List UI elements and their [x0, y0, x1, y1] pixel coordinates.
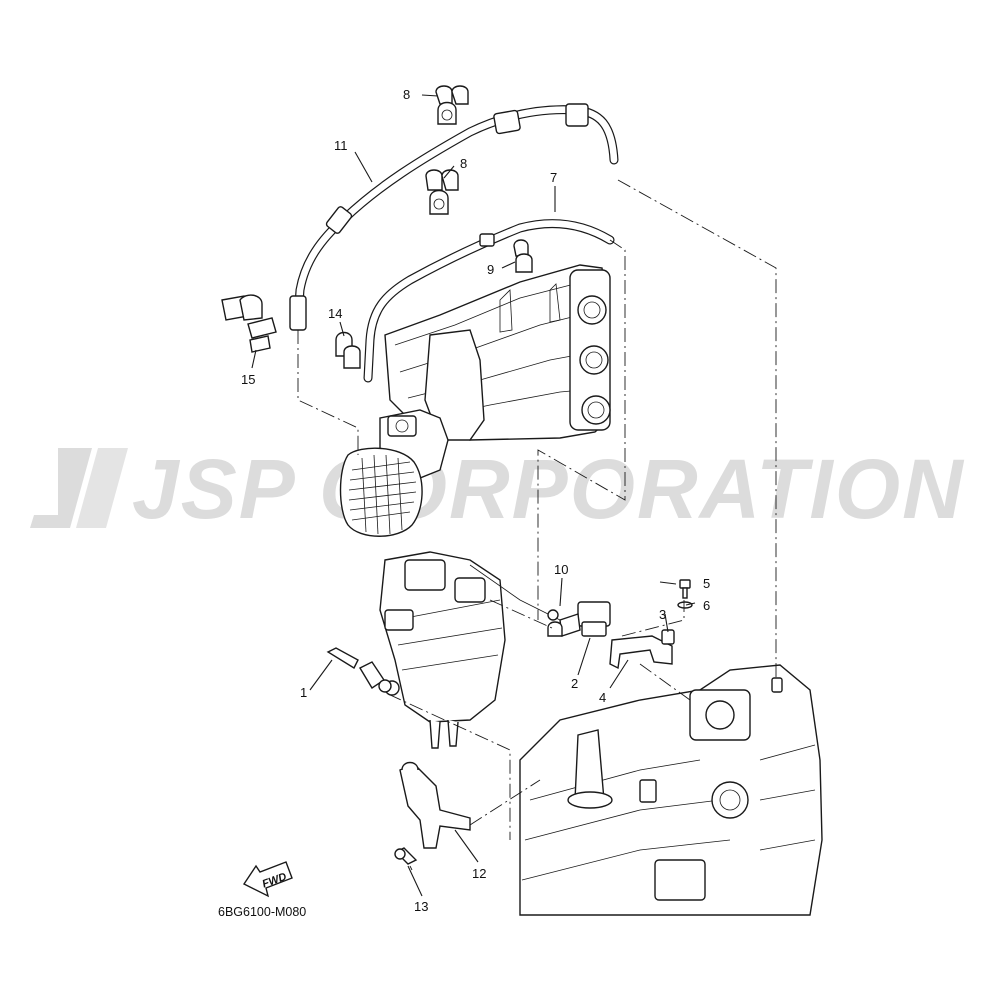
callout-15: 15 [241, 372, 255, 387]
bracket-12 [399, 761, 471, 849]
callout-14: 14 [328, 306, 342, 321]
washer-6 [677, 601, 693, 609]
fwd-arrow-icon: FWD [242, 861, 293, 898]
nut-3 [661, 629, 675, 645]
callout-3: 3 [659, 607, 666, 622]
bolt-13 [394, 847, 418, 865]
callout-8-middle: 8 [460, 156, 467, 171]
solenoid-2 [547, 601, 611, 637]
reference-lines [297, 179, 777, 871]
callout-4: 4 [599, 690, 606, 705]
clamp-8-middle [425, 169, 459, 215]
throttle-body-and-screen [339, 409, 449, 537]
screen-grid [348, 454, 417, 535]
diagram-code: 6BG6100-M080 [218, 905, 306, 919]
callout-9: 9 [487, 262, 494, 277]
watermark: JSP CORPORATION [30, 442, 965, 536]
clamp-15 [221, 294, 277, 353]
clamp-14 [335, 331, 361, 369]
callout-5: 5 [703, 576, 710, 591]
leader-lines [251, 94, 696, 897]
watermark-logo-bar [76, 448, 128, 528]
clamp-9 [513, 239, 533, 273]
watermark-text: JSP CORPORATION [132, 442, 965, 536]
callout-10: 10 [554, 562, 568, 577]
watermark-logo-mark [30, 448, 92, 528]
hose-11 [289, 103, 619, 331]
vapor-separator [379, 551, 561, 749]
hose-7 [363, 219, 615, 383]
callout-7: 7 [550, 170, 557, 185]
engine-block [519, 664, 823, 916]
callout-1: 1 [300, 685, 307, 700]
callout-12: 12 [472, 866, 486, 881]
callout-11: 11 [334, 138, 348, 153]
callout-numbers: 8 11 8 7 9 14 15 10 5 6 3 2 4 1 12 13 [241, 87, 710, 914]
bolt-5 [679, 579, 691, 599]
clamp-8-top [435, 85, 469, 125]
callout-2: 2 [571, 676, 578, 691]
callout-6: 6 [703, 598, 710, 613]
intake-manifold [384, 264, 611, 441]
callout-8-top: 8 [403, 87, 410, 102]
callout-13: 13 [414, 899, 428, 914]
bolt-1-and-grommet [326, 647, 392, 693]
